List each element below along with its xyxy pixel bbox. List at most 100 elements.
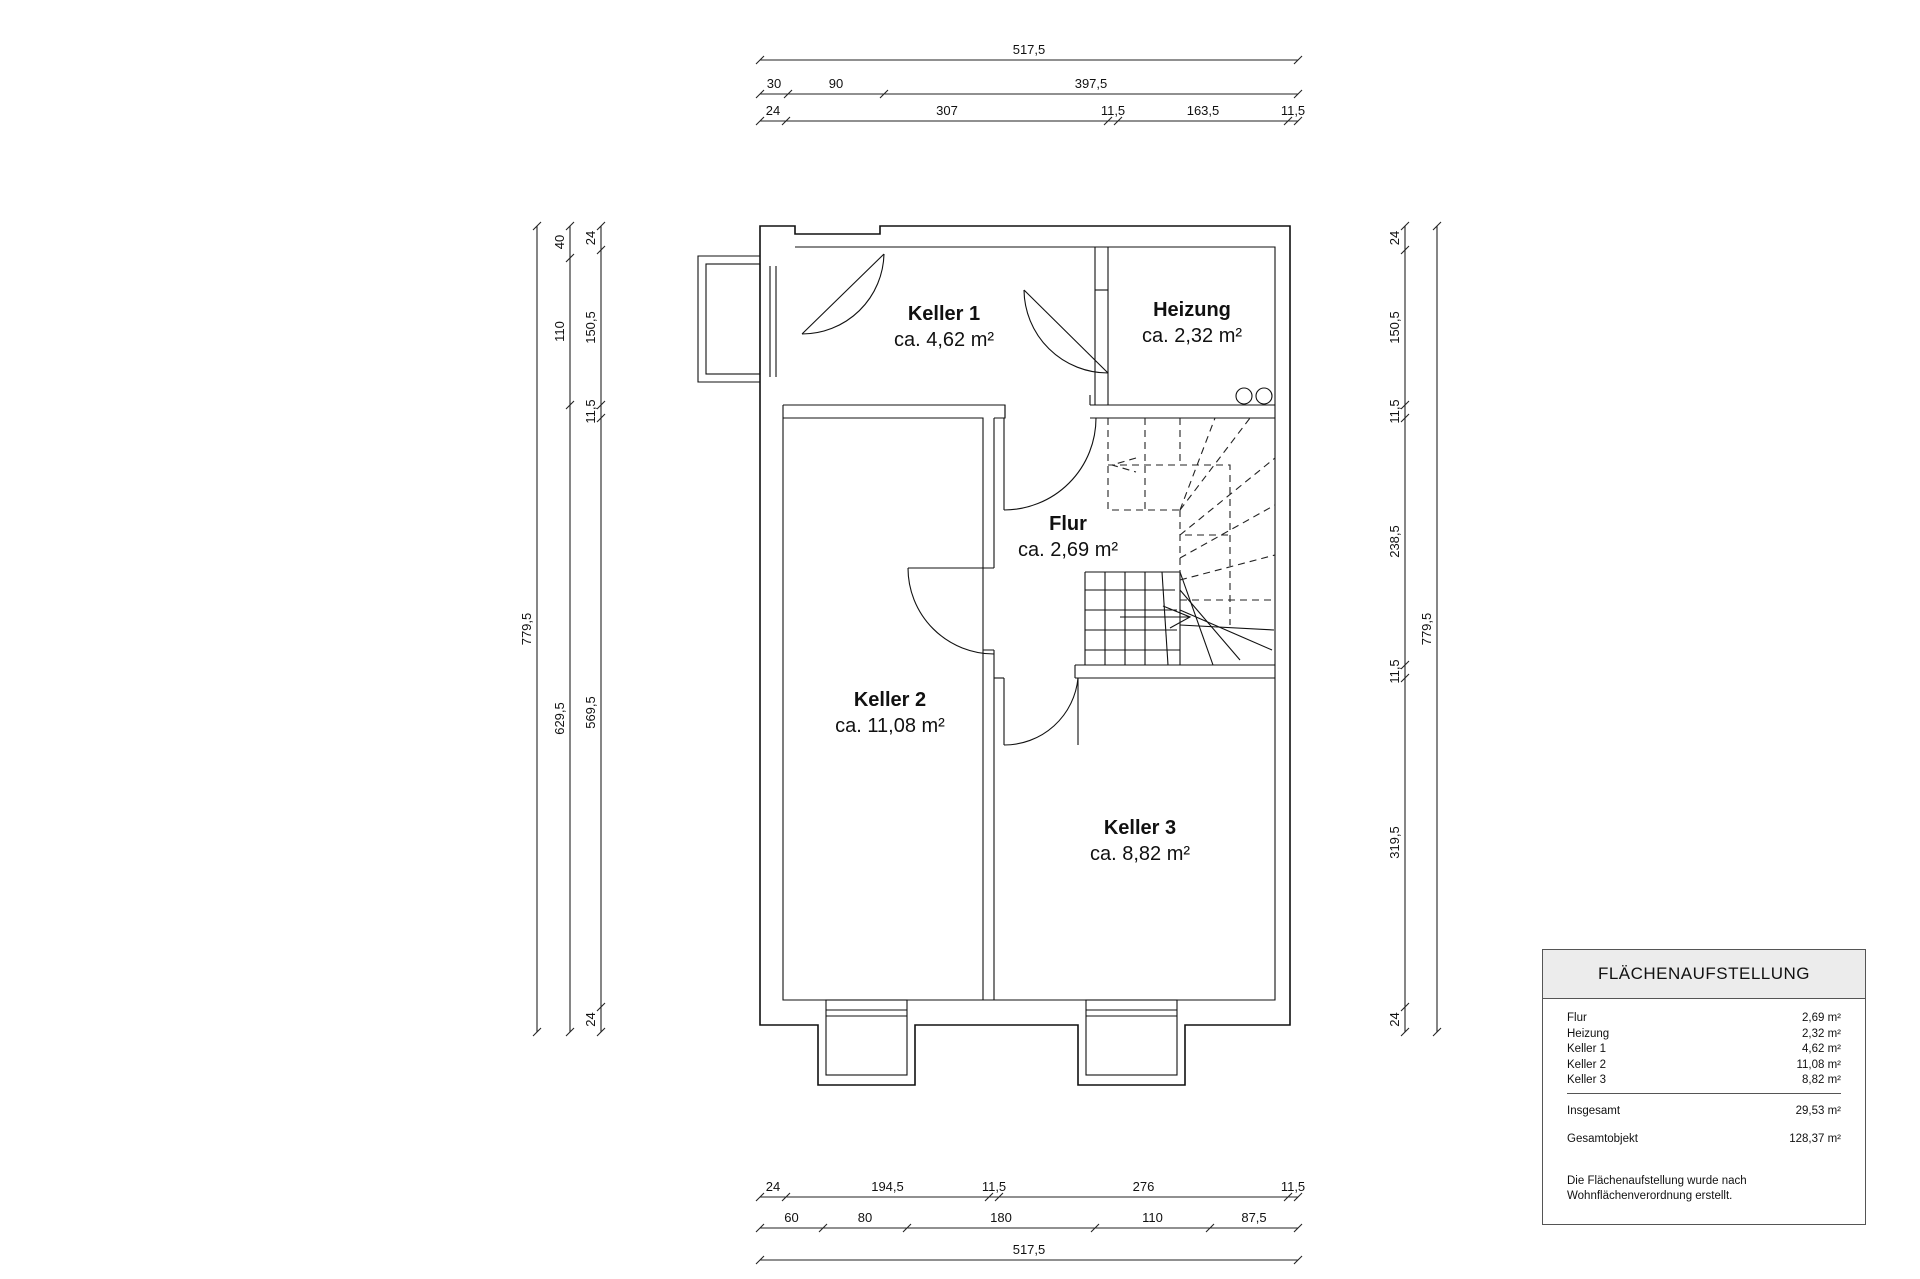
door-keller1-swing bbox=[801, 253, 885, 335]
dimension-tick bbox=[1432, 1027, 1442, 1037]
dimension-label: 11,5 bbox=[1387, 399, 1402, 423]
dimension-label: 60 bbox=[784, 1210, 798, 1225]
area-row-label: Heizung bbox=[1567, 1027, 1610, 1040]
area-row-label: Keller 1 bbox=[1567, 1043, 1606, 1055]
dimension-tick bbox=[1293, 55, 1303, 65]
walls bbox=[697, 225, 1291, 1086]
door-heizung-swing bbox=[1023, 289, 1109, 374]
dimension-tick bbox=[1293, 1255, 1303, 1265]
total-value: 29,53 m² bbox=[1795, 1104, 1841, 1117]
dimension-label: 150,5 bbox=[583, 311, 598, 344]
dimension-tick bbox=[1090, 1223, 1100, 1233]
dimension-label: 779,5 bbox=[1419, 613, 1434, 646]
dimension-tick bbox=[1293, 1192, 1303, 1202]
area-table-total: Insgesamt 29,53 m² bbox=[1567, 1104, 1841, 1120]
room-area-keller3: ca. 8,82 m² bbox=[1090, 843, 1190, 865]
dimension-label: 276 bbox=[1133, 1179, 1155, 1194]
dimension-label: 80 bbox=[858, 1210, 872, 1225]
dimension-label: 11,5 bbox=[583, 399, 598, 423]
dimension-tick bbox=[1400, 413, 1410, 423]
dimension-label: 397,5 bbox=[1075, 76, 1108, 91]
door-keller3-swing bbox=[1003, 677, 1079, 746]
room-area-flur: ca. 2,69 m² bbox=[1018, 539, 1118, 561]
total-label: Insgesamt bbox=[1567, 1104, 1621, 1117]
dimension-tick bbox=[984, 1192, 994, 1202]
area-table-object: Gesamtobjekt 128,37 m² bbox=[1567, 1132, 1841, 1148]
dimension-label: 24 bbox=[1387, 1012, 1402, 1026]
dimension-label: 11,5 bbox=[1101, 103, 1125, 118]
dimension-tick bbox=[565, 1027, 575, 1037]
dimension-tick bbox=[1400, 1002, 1410, 1012]
area-table-row: Keller 2 11,08 m² bbox=[1567, 1058, 1841, 1074]
dimension-label: 163,5 bbox=[1187, 103, 1220, 118]
dimension-label: 24 bbox=[1387, 231, 1402, 245]
dimension-tick bbox=[1293, 116, 1303, 126]
area-row-value: 2,32 m² bbox=[1802, 1027, 1841, 1040]
dimension-label: 110 bbox=[552, 321, 567, 342]
dimension-tick bbox=[1400, 660, 1410, 670]
dimension-tick bbox=[781, 1192, 791, 1202]
boiler-icon bbox=[1235, 387, 1253, 405]
light-well-left bbox=[697, 255, 760, 383]
dimension-tick bbox=[1103, 116, 1113, 126]
room-name-keller3: Keller 3 bbox=[1104, 817, 1176, 839]
dimension-label: 629,5 bbox=[552, 702, 567, 735]
dimension-tick bbox=[565, 400, 575, 410]
light-well-bottom-1 bbox=[825, 999, 908, 1076]
dimension-tick bbox=[781, 116, 791, 126]
object-value: 128,37 m² bbox=[1789, 1133, 1841, 1145]
dimension-label: 24 bbox=[766, 103, 780, 118]
dimension-tick bbox=[818, 1223, 828, 1233]
dimension-tick bbox=[565, 253, 575, 263]
dimension-tick bbox=[1293, 1223, 1303, 1233]
dimension-label: 517,5 bbox=[1013, 42, 1046, 57]
dimension-label: 307 bbox=[936, 103, 958, 118]
dimension-label: 11,5 bbox=[982, 1179, 1006, 1194]
dimension-tick bbox=[783, 89, 793, 99]
dimension-label: 180 bbox=[990, 1210, 1012, 1225]
dimension-tick bbox=[902, 1223, 912, 1233]
dimension-tick bbox=[1400, 673, 1410, 683]
dimension-label: 30 bbox=[767, 76, 781, 91]
area-row-label: Flur bbox=[1567, 1012, 1587, 1024]
dimension-label: 90 bbox=[829, 76, 843, 91]
dimension-tick bbox=[755, 89, 765, 99]
dimension-tick bbox=[1400, 1027, 1410, 1037]
room-area-keller2: ca. 11,08 m² bbox=[835, 715, 945, 737]
area-table-note: Die Flächenaufstellung wurde nach Wohnfl… bbox=[1567, 1174, 1747, 1202]
room-name-flur: Flur bbox=[1049, 513, 1087, 535]
dimension-tick bbox=[596, 1002, 606, 1012]
dimension-label: 194,5 bbox=[871, 1179, 904, 1194]
wall-upper-horizontal bbox=[783, 404, 1006, 419]
dimension-tick bbox=[755, 1223, 765, 1233]
area-table-title: FLÄCHENAUFSTELLUNG bbox=[1543, 950, 1865, 999]
area-row-value: 11,08 m² bbox=[1796, 1058, 1841, 1071]
dimension-tick bbox=[1400, 400, 1410, 410]
dimension-label: 11,5 bbox=[1281, 103, 1305, 118]
area-row-value: 8,82 m² bbox=[1802, 1074, 1841, 1086]
dimension-tick bbox=[1293, 89, 1303, 99]
dimension-tick bbox=[879, 89, 889, 99]
outer-wall bbox=[759, 225, 1291, 1086]
dimension-label: 40 bbox=[552, 235, 567, 249]
door-keller1-leaf bbox=[801, 253, 885, 335]
dimension-tick bbox=[755, 55, 765, 65]
room-name-keller2: Keller 2 bbox=[854, 689, 926, 711]
room-name-keller1: Keller 1 bbox=[908, 303, 980, 325]
dimension-tick bbox=[532, 221, 542, 231]
dimension-label: 517,5 bbox=[1013, 1242, 1046, 1257]
door-heizung-leaf bbox=[1023, 289, 1109, 374]
dimension-tick bbox=[596, 221, 606, 231]
dimension-label: 319,5 bbox=[1387, 826, 1402, 859]
dimension-tick bbox=[755, 116, 765, 126]
area-row-label: Keller 2 bbox=[1567, 1058, 1606, 1071]
dimension-label: 11,5 bbox=[1281, 1179, 1305, 1194]
dimension-label: 779,5 bbox=[519, 613, 534, 646]
staircase bbox=[1084, 417, 1276, 666]
dimension-tick bbox=[1432, 221, 1442, 231]
room-area-heizung: ca. 2,32 m² bbox=[1142, 325, 1242, 347]
